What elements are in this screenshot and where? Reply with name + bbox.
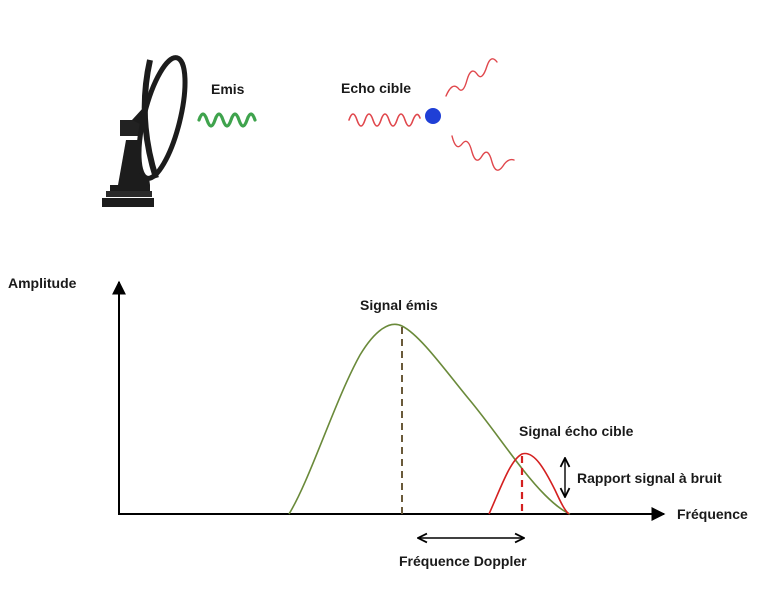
y-axis-label: Amplitude bbox=[8, 275, 77, 291]
scatter-wave-up bbox=[445, 58, 498, 97]
echo-label: Echo cible bbox=[341, 80, 411, 96]
emitted-signal-curve bbox=[288, 323, 571, 515]
scatter-wave-down bbox=[451, 135, 515, 171]
doppler-label: Fréquence Doppler bbox=[399, 553, 527, 569]
echo-signal-curve bbox=[488, 452, 570, 515]
emitted-label: Emis bbox=[211, 81, 245, 97]
echo-signal-label: Signal écho cible bbox=[519, 423, 634, 439]
emitted-signal-label: Signal émis bbox=[360, 297, 438, 313]
target-dot bbox=[425, 108, 441, 124]
emitted-wave bbox=[197, 112, 257, 128]
snr-label: Rapport signal à bruit bbox=[577, 470, 722, 486]
echo-wave-incoming bbox=[348, 113, 421, 127]
x-axis-label: Fréquence bbox=[677, 506, 748, 522]
radar-antenna-icon bbox=[102, 55, 188, 207]
